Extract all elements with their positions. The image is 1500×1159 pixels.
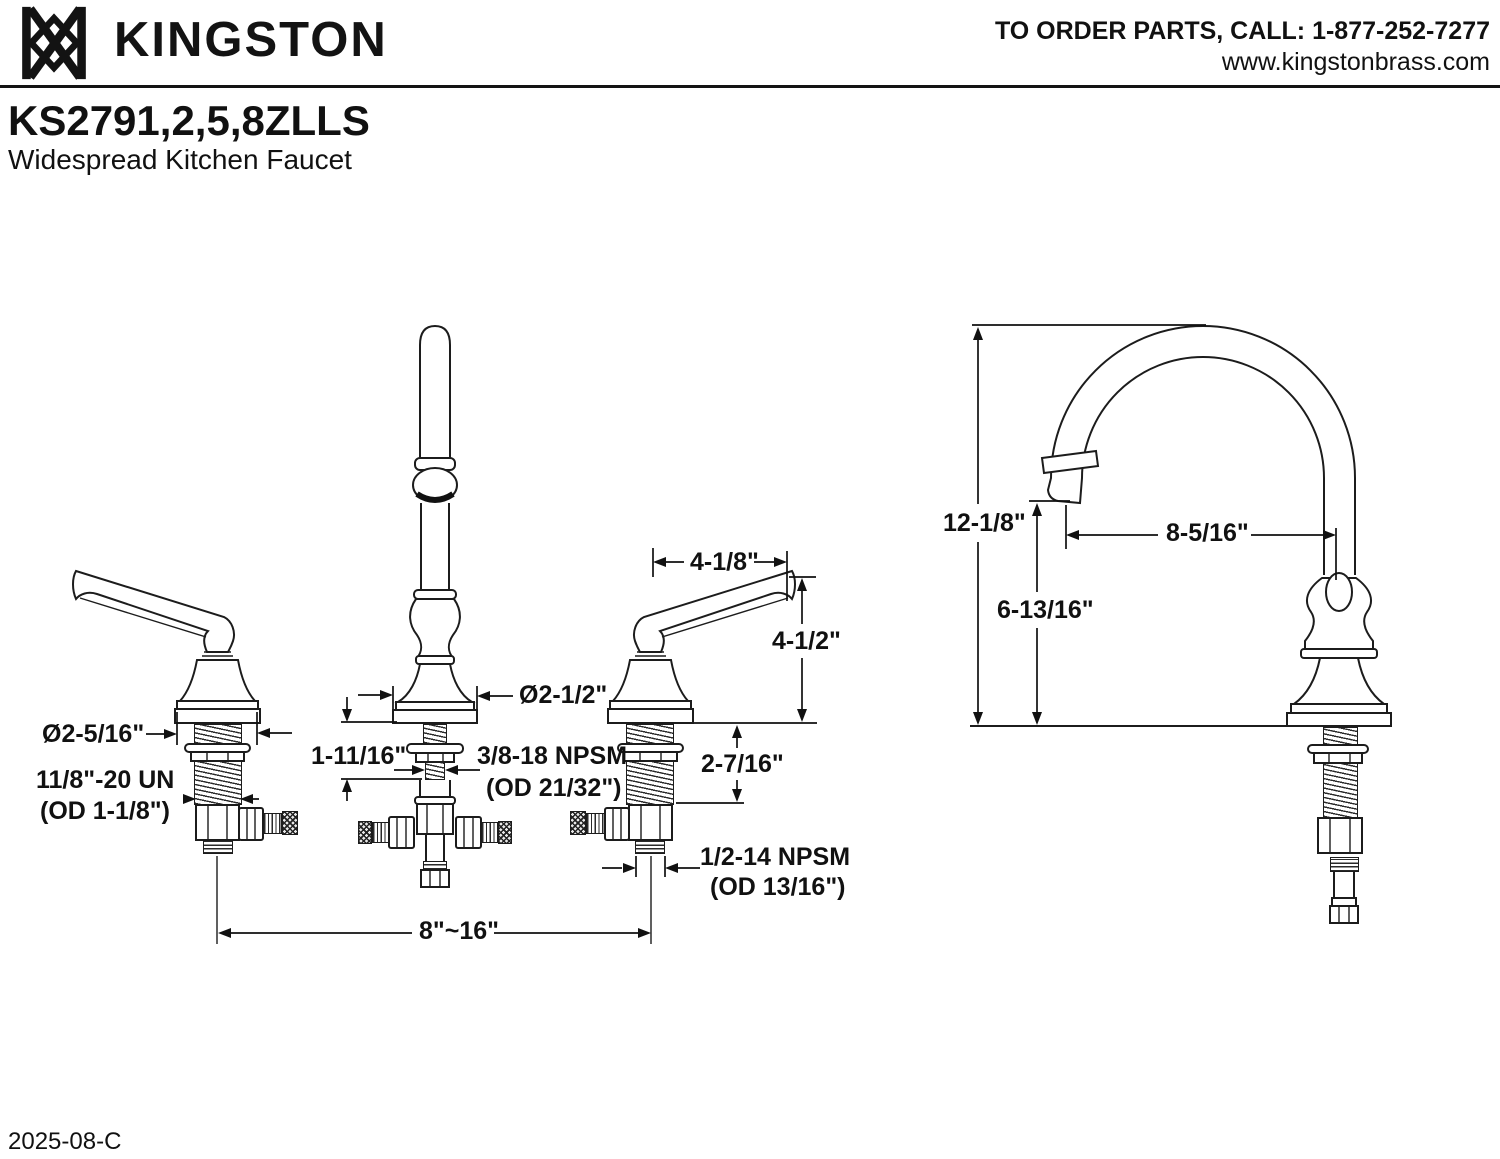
dim-handle-length: 4-1/8" [690, 548, 759, 576]
dim-spout-shank-thread: 3/8-18 NPSM [477, 742, 628, 770]
model-number: KS2791,2,5,8ZLLS [8, 97, 370, 144]
right-handle-hose-rib-texture [586, 813, 605, 834]
left-handle-tailpiece-texture [203, 840, 233, 854]
dim-handle-shank-length: 2-7/16" [701, 750, 784, 778]
header-divider [0, 85, 1500, 88]
spout-left-hose-braid-texture [358, 821, 372, 844]
left-handle-lower-thread-texture [194, 761, 242, 805]
revision-code: 2025-08-C [8, 1128, 122, 1155]
right-handle-tailpiece-texture [635, 840, 665, 854]
dim-handle-base-diameter: Ø2-5/16" [42, 720, 145, 748]
side-lower-thread-texture [1323, 763, 1358, 818]
dim-overall-height: 12-1/8" [943, 509, 1026, 537]
order-parts-line: TO ORDER PARTS, CALL: 1-877-252-7277 [994, 17, 1490, 45]
dim-spout-shank-length: 1-11/16" [311, 742, 407, 770]
left-handle-hose-rib-texture [263, 813, 282, 834]
dim-handle-height: 4-1/2" [772, 627, 841, 655]
product-type: Widespread Kitchen Faucet [8, 144, 352, 175]
side-spout [970, 325, 1392, 924]
dim-handle-shank-thread: 11/8"-20 UN [36, 766, 175, 794]
dim-handle-shank-thread-od: (OD 1-1/8") [40, 797, 170, 825]
side-outlet-collar-texture [1330, 857, 1359, 872]
dim-spout-reach: 8-5/16" [1166, 519, 1249, 547]
brand-name: KINGSTON [114, 13, 388, 67]
spout-right-hose-braid-texture [498, 821, 512, 844]
dim-spout-base-diameter: Ø2-1/2" [519, 681, 608, 709]
left-handle-shank-thread-texture [194, 724, 242, 744]
spout-right-hose-rib-texture [481, 822, 498, 843]
dim-installation-spread: 8"~16" [419, 917, 500, 945]
front-dimensions [146, 548, 817, 938]
spout-left-hose-rib-texture [372, 822, 389, 843]
left-handle-hose-braid-texture [282, 811, 298, 835]
side-shank-thread-texture [1323, 727, 1358, 745]
dim-handle-outlet-thread-od: (OD 13/16") [710, 873, 846, 901]
contact-block: TO ORDER PARTS, CALL: 1-877-252-7277 www… [995, 16, 1490, 79]
spout-outlet-collar-texture [423, 861, 447, 870]
dim-spout-shank-thread-od: (OD 21/32") [486, 774, 622, 802]
front-spout [388, 324, 482, 888]
dim-spout-outlet-height: 6-13/16" [997, 596, 1094, 624]
dim-handle-outlet-thread: 1/2-14 NPSM [700, 843, 851, 871]
right-handle-lower-thread-texture [626, 761, 674, 805]
spout-lower-thread-texture [425, 762, 445, 780]
right-handle-hose-braid-texture [570, 811, 586, 835]
kingston-logo [22, 6, 86, 80]
side-dimensions [972, 324, 1337, 725]
spout-shank-thread-texture [423, 724, 447, 744]
website-line: www.kingstonbrass.com [1221, 48, 1490, 77]
right-handle-shank-thread-texture [626, 724, 674, 744]
